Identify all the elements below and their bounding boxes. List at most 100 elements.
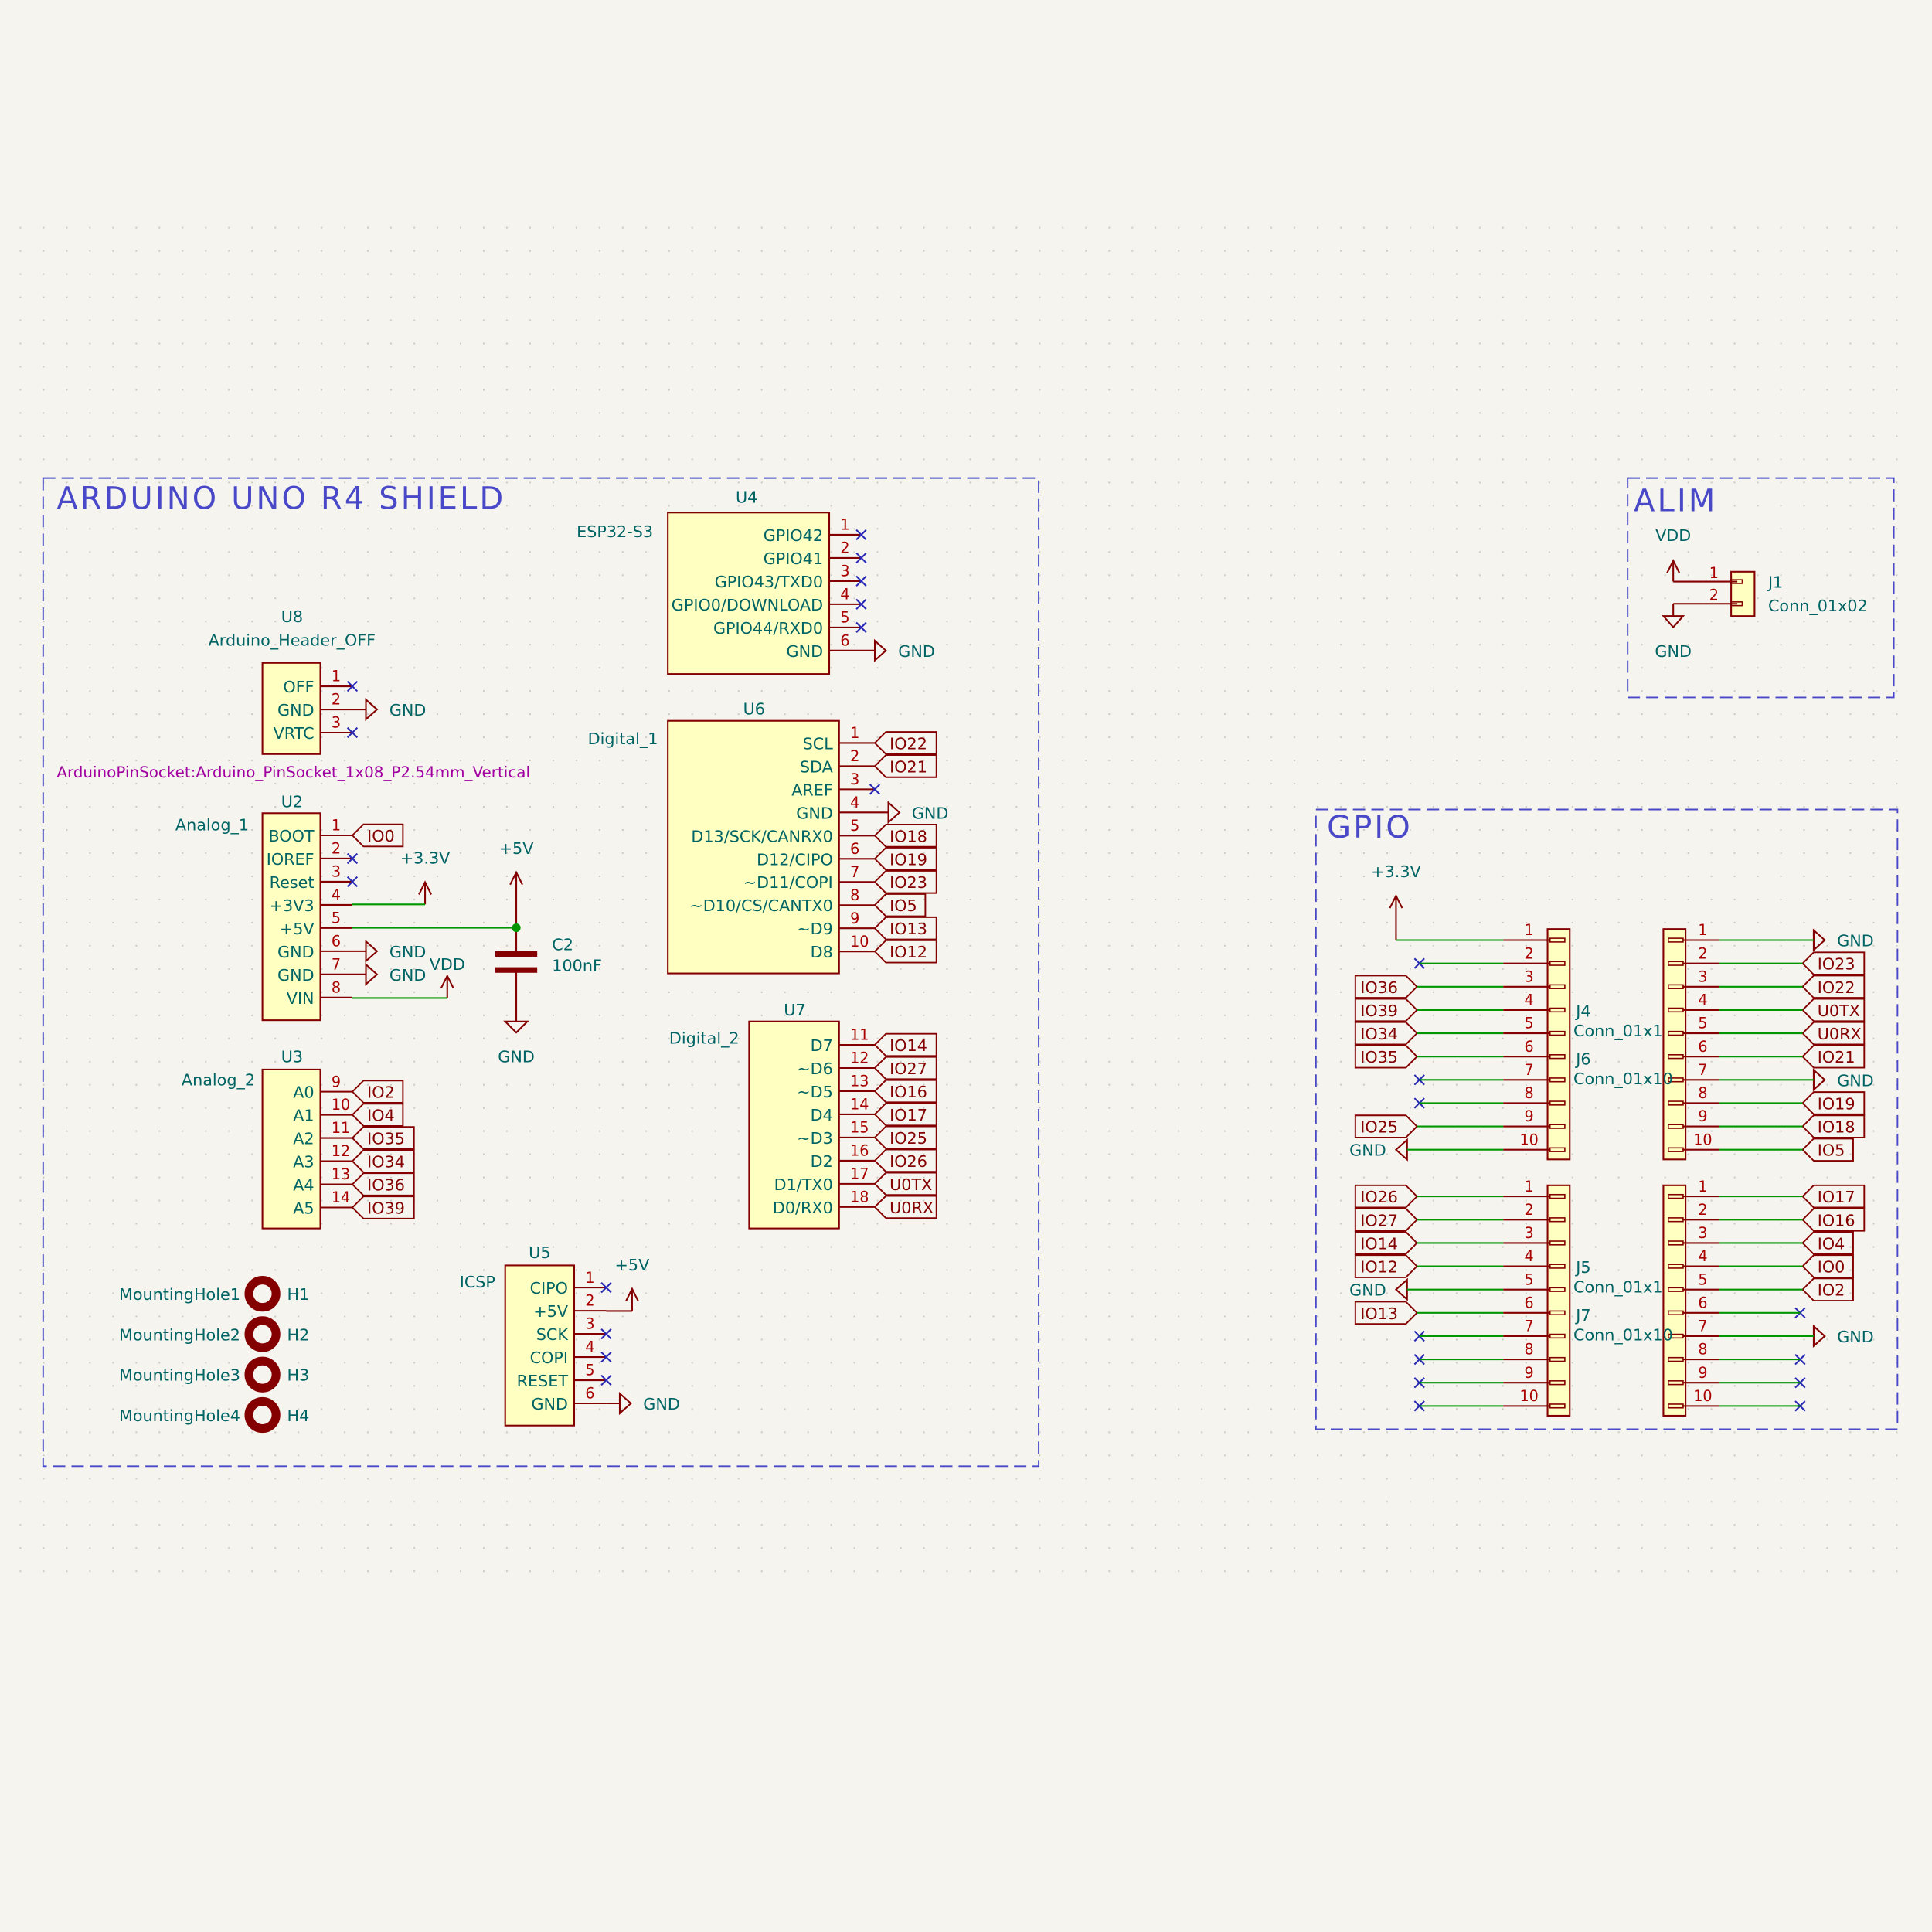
net-label[interactable]: IO27 [1360,1211,1398,1230]
net-label[interactable]: IO22 [1818,978,1855,997]
mounting-hole-ref[interactable]: H2 [287,1325,309,1344]
mounting-hole-ref[interactable]: H4 [287,1406,309,1425]
net-label[interactable]: IO0 [367,827,395,845]
ground-icon [365,697,379,722]
net-label[interactable]: IO26 [1360,1188,1398,1206]
net-label[interactable]: IO35 [367,1130,405,1148]
component-value[interactable]: Conn_01x10 [1573,1022,1673,1041]
component-value[interactable]: Analog_1 [175,816,249,835]
net-label[interactable]: IO36 [1360,978,1398,997]
component-u4 [667,512,831,675]
pin-number: 5 [1525,1270,1534,1288]
component-value[interactable]: Arduino_Header_OFF [209,631,376,650]
net-label[interactable]: IO36 [367,1175,405,1194]
mounting-hole-value[interactable]: MountingHole2 [119,1325,240,1344]
component-value[interactable]: Analog_2 [182,1071,255,1090]
net-label[interactable]: IO19 [889,850,927,869]
net-label[interactable]: IO19 [1818,1094,1855,1113]
pin-number: 17 [850,1165,869,1183]
net-label[interactable]: IO25 [889,1129,927,1148]
net-label[interactable]: IO4 [1818,1234,1845,1253]
pin-number: 10 [1693,1387,1712,1405]
component-value[interactable]: Digital_1 [588,730,658,749]
net-label[interactable]: IO16 [889,1083,927,1101]
net-label[interactable]: IO2 [367,1083,395,1102]
reference-designator[interactable]: U2 [281,792,303,811]
net-label[interactable]: IO12 [889,943,927,961]
net-label[interactable]: IO22 [889,734,927,753]
reference-designator[interactable]: U6 [743,700,765,719]
pin-name: IOREF [267,850,315,869]
power-label: +3.3V [1371,862,1420,881]
global-label [1801,1138,1854,1162]
component-value[interactable]: ICSP [460,1273,495,1291]
net-label[interactable]: IO18 [1818,1118,1855,1137]
net-label[interactable]: IO12 [1360,1258,1398,1277]
reference-designator[interactable]: J4 [1574,1002,1590,1020]
reference-designator[interactable]: U8 [281,607,303,626]
net-label[interactable]: U0RX [1818,1025,1862,1043]
net-label[interactable]: IO39 [367,1199,405,1217]
pin-number: 6 [585,1385,594,1403]
pin-name: GND [277,966,315,985]
global-label [351,1126,415,1150]
component-value[interactable]: Conn_01x10 [1573,1278,1673,1298]
component-value[interactable]: Conn_01x10 [1573,1070,1673,1089]
net-label[interactable]: IO25 [1360,1118,1398,1137]
net-label[interactable]: IO26 [889,1152,927,1171]
pin-name: D8 [811,943,833,961]
component-u8 [261,662,321,755]
pin-number: 8 [1525,1084,1534,1102]
reference-designator[interactable]: U4 [736,488,757,507]
reference-designator[interactable]: J7 [1574,1306,1590,1325]
net-label[interactable]: IO21 [889,757,927,776]
reference-designator[interactable]: C2 [552,935,573,954]
net-label[interactable]: IO39 [1360,1002,1398,1020]
reference-designator[interactable]: J6 [1574,1050,1590,1069]
net-label[interactable]: IO14 [1360,1234,1398,1253]
component-value[interactable]: 100nF [552,956,602,975]
mounting-hole-ref[interactable]: H3 [287,1366,309,1385]
global-label [1354,1021,1418,1046]
mounting-hole-value[interactable]: MountingHole1 [119,1285,240,1304]
net-label[interactable]: IO13 [1360,1304,1398,1323]
net-label[interactable]: IO23 [889,873,927,892]
net-label[interactable]: IO13 [889,920,927,938]
net-label[interactable]: IO34 [1360,1025,1398,1043]
reference-designator[interactable]: J1 [1767,573,1783,592]
component-value[interactable]: ESP32-S3 [577,522,653,541]
net-label[interactable]: IO34 [367,1153,405,1172]
pin-number: 3 [850,770,859,788]
net-label[interactable]: IO18 [889,827,927,845]
component-value[interactable]: Conn_01x10 [1573,1326,1673,1345]
net-label[interactable]: IO27 [889,1060,927,1078]
net-label[interactable]: IO4 [367,1107,395,1125]
reference-designator[interactable]: U3 [281,1047,303,1066]
net-label[interactable]: IO2 [1818,1281,1845,1300]
component-value[interactable]: Conn_01x02 [1768,597,1868,616]
mounting-hole-value[interactable]: MountingHole3 [119,1366,240,1385]
net-label[interactable]: U0TX [889,1175,932,1194]
reference-designator[interactable]: J5 [1574,1258,1590,1277]
net-label[interactable]: U0RX [889,1199,934,1217]
net-label[interactable]: IO14 [889,1036,927,1055]
pin-name: GPIO0/DOWNLOAD [672,596,823,614]
net-label[interactable]: IO5 [1818,1141,1845,1160]
net-label[interactable]: IO16 [1818,1211,1855,1230]
net-label[interactable]: IO23 [1818,955,1855,974]
net-label[interactable]: IO17 [1818,1188,1855,1206]
mounting-hole-ref[interactable]: H1 [287,1285,309,1304]
net-label[interactable]: IO21 [1818,1048,1855,1066]
reference-designator[interactable]: U5 [529,1243,550,1262]
ground-icon [1662,615,1685,629]
mounting-hole-value[interactable]: MountingHole4 [119,1406,240,1425]
net-label[interactable]: IO5 [889,896,917,915]
reference-designator[interactable]: U7 [784,1001,805,1019]
net-label[interactable]: IO0 [1818,1258,1845,1277]
net-label[interactable]: IO35 [1360,1048,1398,1066]
pin-number: 8 [850,886,859,904]
net-label[interactable]: IO17 [889,1106,927,1124]
component-value[interactable]: Digital_2 [669,1029,740,1048]
net-label[interactable]: U0TX [1818,1002,1860,1020]
